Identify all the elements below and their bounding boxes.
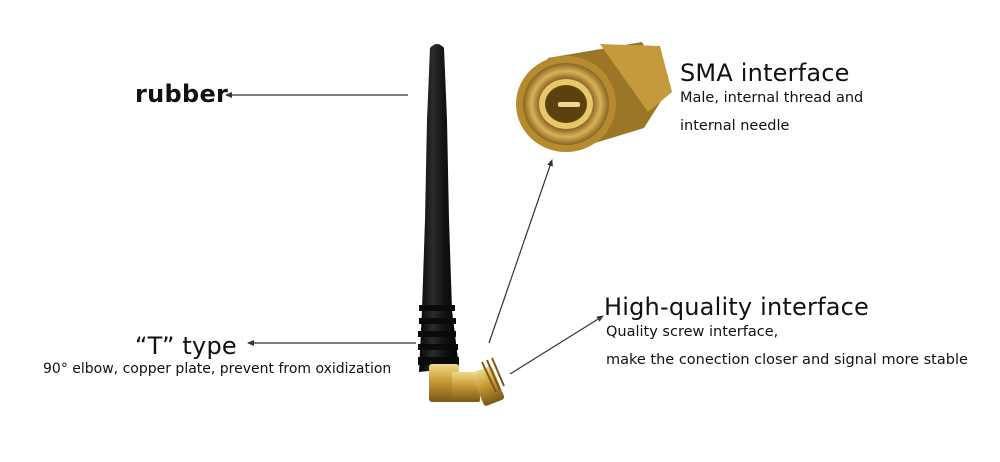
sma-description-line-1: Male, internal thread and (680, 90, 864, 106)
high-quality-description-line-1: Quality screw interface, (606, 324, 779, 340)
sma-title: SMA interface (680, 59, 850, 87)
high-quality-description-line-2: make the conection closer and signal mor… (606, 352, 968, 368)
high-quality-title: High-quality interface (604, 293, 869, 321)
high-quality-arrow (509, 315, 604, 375)
sma-description-line-2: internal needle (680, 118, 790, 134)
sma-arrow (488, 159, 553, 344)
rubber-label: rubber (135, 80, 229, 108)
antenna-elbow-connector (429, 357, 505, 406)
t-type-description: 90° elbow, copper plate, prevent from ox… (43, 361, 392, 377)
antenna-rubber-body (418, 44, 459, 372)
sma-closeup-photo (516, 42, 672, 152)
t-type-title: “T” type (135, 332, 237, 360)
